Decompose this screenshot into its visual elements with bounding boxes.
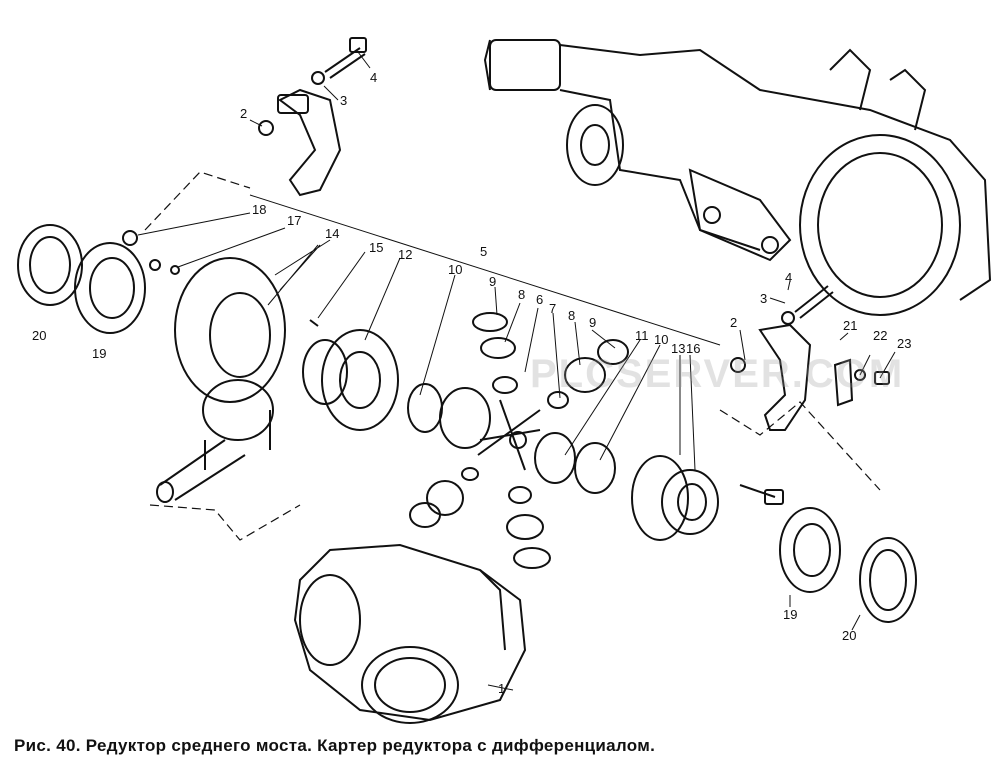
- differential-case-right: [631, 455, 784, 541]
- bearing-cap-upper: [258, 37, 367, 197]
- callout-6: 6: [536, 292, 543, 307]
- callout-10: 10: [448, 262, 462, 277]
- callout-17: 17: [287, 213, 301, 228]
- callout-19: 19: [92, 346, 106, 361]
- callout-22: 22: [873, 328, 887, 343]
- callout-9: 9: [589, 315, 596, 330]
- callout-19: 19: [783, 607, 797, 622]
- callout-20: 20: [32, 328, 46, 343]
- callout-1: 1: [498, 681, 505, 696]
- bearing-left: [17, 224, 180, 334]
- differential-spider: [407, 312, 629, 569]
- callout-10: 10: [654, 332, 668, 347]
- callout-12: 12: [398, 247, 412, 262]
- callout-23: 23: [897, 336, 911, 351]
- callout-2: 2: [240, 106, 247, 121]
- callout-8: 8: [568, 308, 575, 323]
- callout-7: 7: [549, 301, 556, 316]
- callout-11: 11: [635, 328, 649, 343]
- bearing-cap-right: [730, 285, 890, 431]
- callout-8: 8: [518, 287, 525, 302]
- figure-caption: Рис. 40. Редуктор среднего моста. Картер…: [14, 736, 656, 755]
- callout-3: 3: [760, 291, 767, 306]
- carrier-housing: [293, 543, 527, 724]
- bearing-right: [779, 507, 917, 623]
- callout-15: 15: [369, 240, 383, 255]
- callout-18: 18: [252, 202, 266, 217]
- callout-4: 4: [785, 270, 792, 285]
- callout-labels: 1 2 2 3 3 4 4 5 6 7 8 8 9 9 10 10 11 12 …: [32, 70, 911, 696]
- differential-case-left: [302, 319, 399, 431]
- callout-20: 20: [842, 628, 856, 643]
- crown-gear: [156, 257, 286, 503]
- callout-3: 3: [340, 93, 347, 108]
- callout-14: 14: [325, 226, 339, 241]
- callout-4: 4: [370, 70, 377, 85]
- callout-2: 2: [730, 315, 737, 330]
- watermark: PLCSERVER.COM: [530, 352, 905, 396]
- callout-13: 13: [671, 341, 685, 356]
- callout-21: 21: [843, 318, 857, 333]
- callout-5: 5: [480, 244, 487, 259]
- callout-9: 9: [489, 274, 496, 289]
- axle-housing: [483, 39, 992, 316]
- callout-16: 16: [686, 341, 700, 356]
